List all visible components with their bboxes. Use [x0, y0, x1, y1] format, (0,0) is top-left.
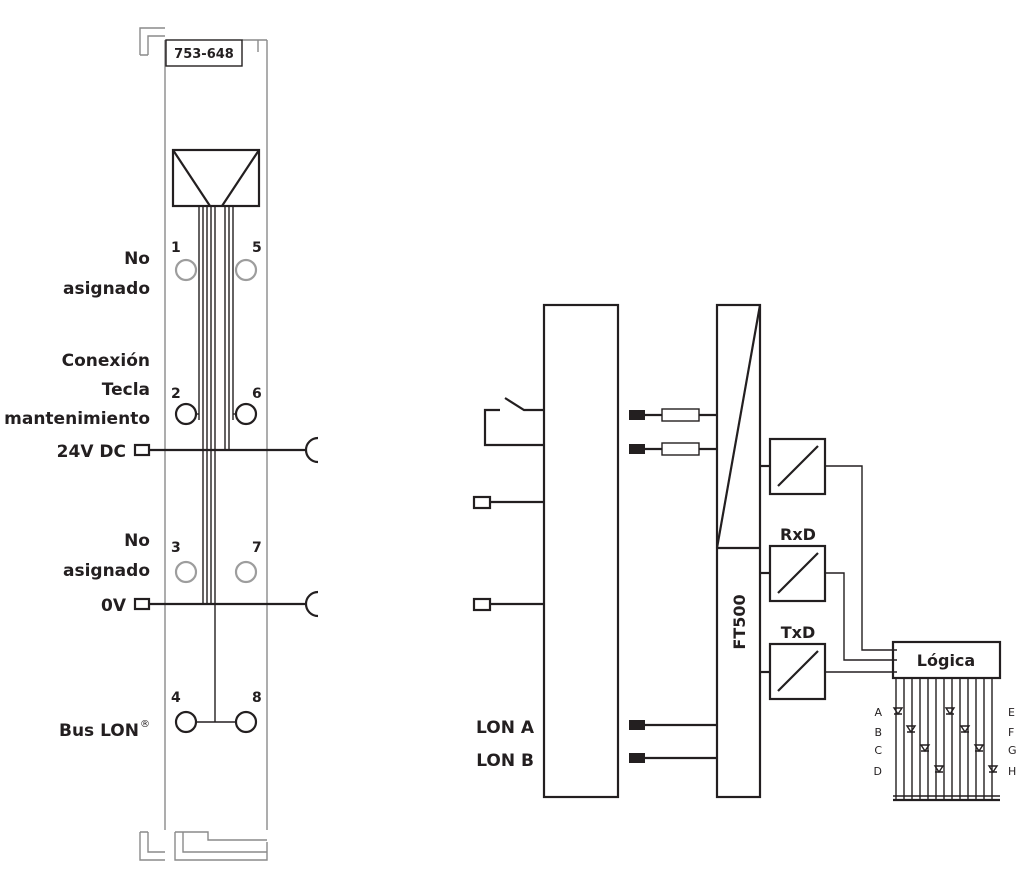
label-lon-a: LON A	[476, 718, 535, 738]
status-leds	[892, 707, 999, 774]
converter-rxd: RxD	[760, 525, 897, 661]
converter-txd: TxD	[760, 623, 897, 701]
led-label-f: F	[1008, 726, 1014, 739]
internal-wires	[198, 206, 234, 722]
resistor-network	[629, 408, 717, 456]
label-mantenimiento: mantenimiento	[4, 409, 150, 429]
terminal-7-number: 7	[252, 540, 262, 556]
led-label-d: D	[874, 765, 882, 778]
led-a-icon	[892, 707, 904, 716]
label-lon-b: LON B	[476, 751, 534, 771]
led-label-g: G	[1008, 744, 1017, 757]
label-no-asignado-2a: No	[124, 531, 150, 551]
terminal-3: 3	[171, 540, 198, 584]
led-g-icon	[973, 744, 985, 753]
led-b-icon	[905, 725, 917, 734]
terminal-4-number: 4	[171, 690, 181, 706]
logic-block: Lógica	[891, 640, 1002, 680]
terminal-4: 4	[171, 690, 215, 734]
input-terminals	[472, 495, 544, 612]
led-c-icon	[919, 744, 931, 753]
ft500-label: FT500	[730, 594, 749, 649]
field-side-block	[542, 303, 620, 799]
terminal-5-number: 5	[252, 240, 262, 256]
zero-v-line	[133, 590, 319, 618]
led-label-b: B	[874, 726, 882, 739]
terminal-6: 6	[233, 386, 262, 426]
part-number: 753-648	[174, 47, 234, 62]
led-labels: A B C D E F G H	[874, 706, 1017, 778]
led-e-icon	[944, 707, 956, 716]
terminal-1: 1	[171, 240, 198, 282]
terminal-3-number: 3	[171, 540, 181, 556]
label-no-asignado-2b: asignado	[63, 561, 150, 581]
terminal-2-number: 2	[171, 386, 181, 402]
label-bus-lon-mark: ®	[140, 719, 150, 730]
switch-symbol	[483, 397, 544, 447]
terminal-8: 8	[215, 690, 262, 734]
terminal-5: 5	[234, 240, 262, 282]
label-no-asignado-1a: No	[124, 249, 150, 269]
led-lines	[893, 678, 1000, 802]
label-txd: TxD	[781, 623, 816, 642]
terminal-6-number: 6	[252, 386, 262, 402]
label-no-asignado-1b: asignado	[63, 279, 150, 299]
label-0v: 0V	[101, 596, 127, 616]
terminal-2: 2	[171, 386, 199, 426]
label-24v-dc: 24V DC	[57, 442, 126, 462]
led-label-a: A	[874, 706, 882, 719]
module-housing	[139, 27, 268, 861]
lon-lines: LON A LON B	[476, 718, 717, 771]
ft500-block: FT500	[715, 303, 762, 799]
led-label-c: C	[874, 744, 882, 757]
terminal-1-number: 1	[171, 240, 181, 256]
converter-top	[760, 437, 897, 651]
led-f-icon	[959, 725, 971, 734]
label-tecla: Tecla	[102, 380, 150, 400]
left-labels: No asignado Conexión Tecla mantenimiento…	[4, 249, 150, 741]
terminal-7: 7	[234, 540, 262, 584]
label-rxd: RxD	[780, 525, 816, 544]
label-bus-lon: Bus LON	[59, 721, 139, 741]
led-d-icon	[933, 765, 945, 774]
led-label-h: H	[1008, 765, 1016, 778]
part-number-box: 753-648	[165, 39, 243, 67]
supply-24v-line	[133, 436, 319, 464]
led-label-e: E	[1008, 706, 1015, 719]
connector-symbol	[171, 148, 261, 208]
led-h-icon	[987, 765, 999, 774]
terminal-8-number: 8	[252, 690, 262, 706]
label-conexion: Conexión	[62, 351, 150, 371]
label-logica: Lógica	[917, 651, 975, 670]
